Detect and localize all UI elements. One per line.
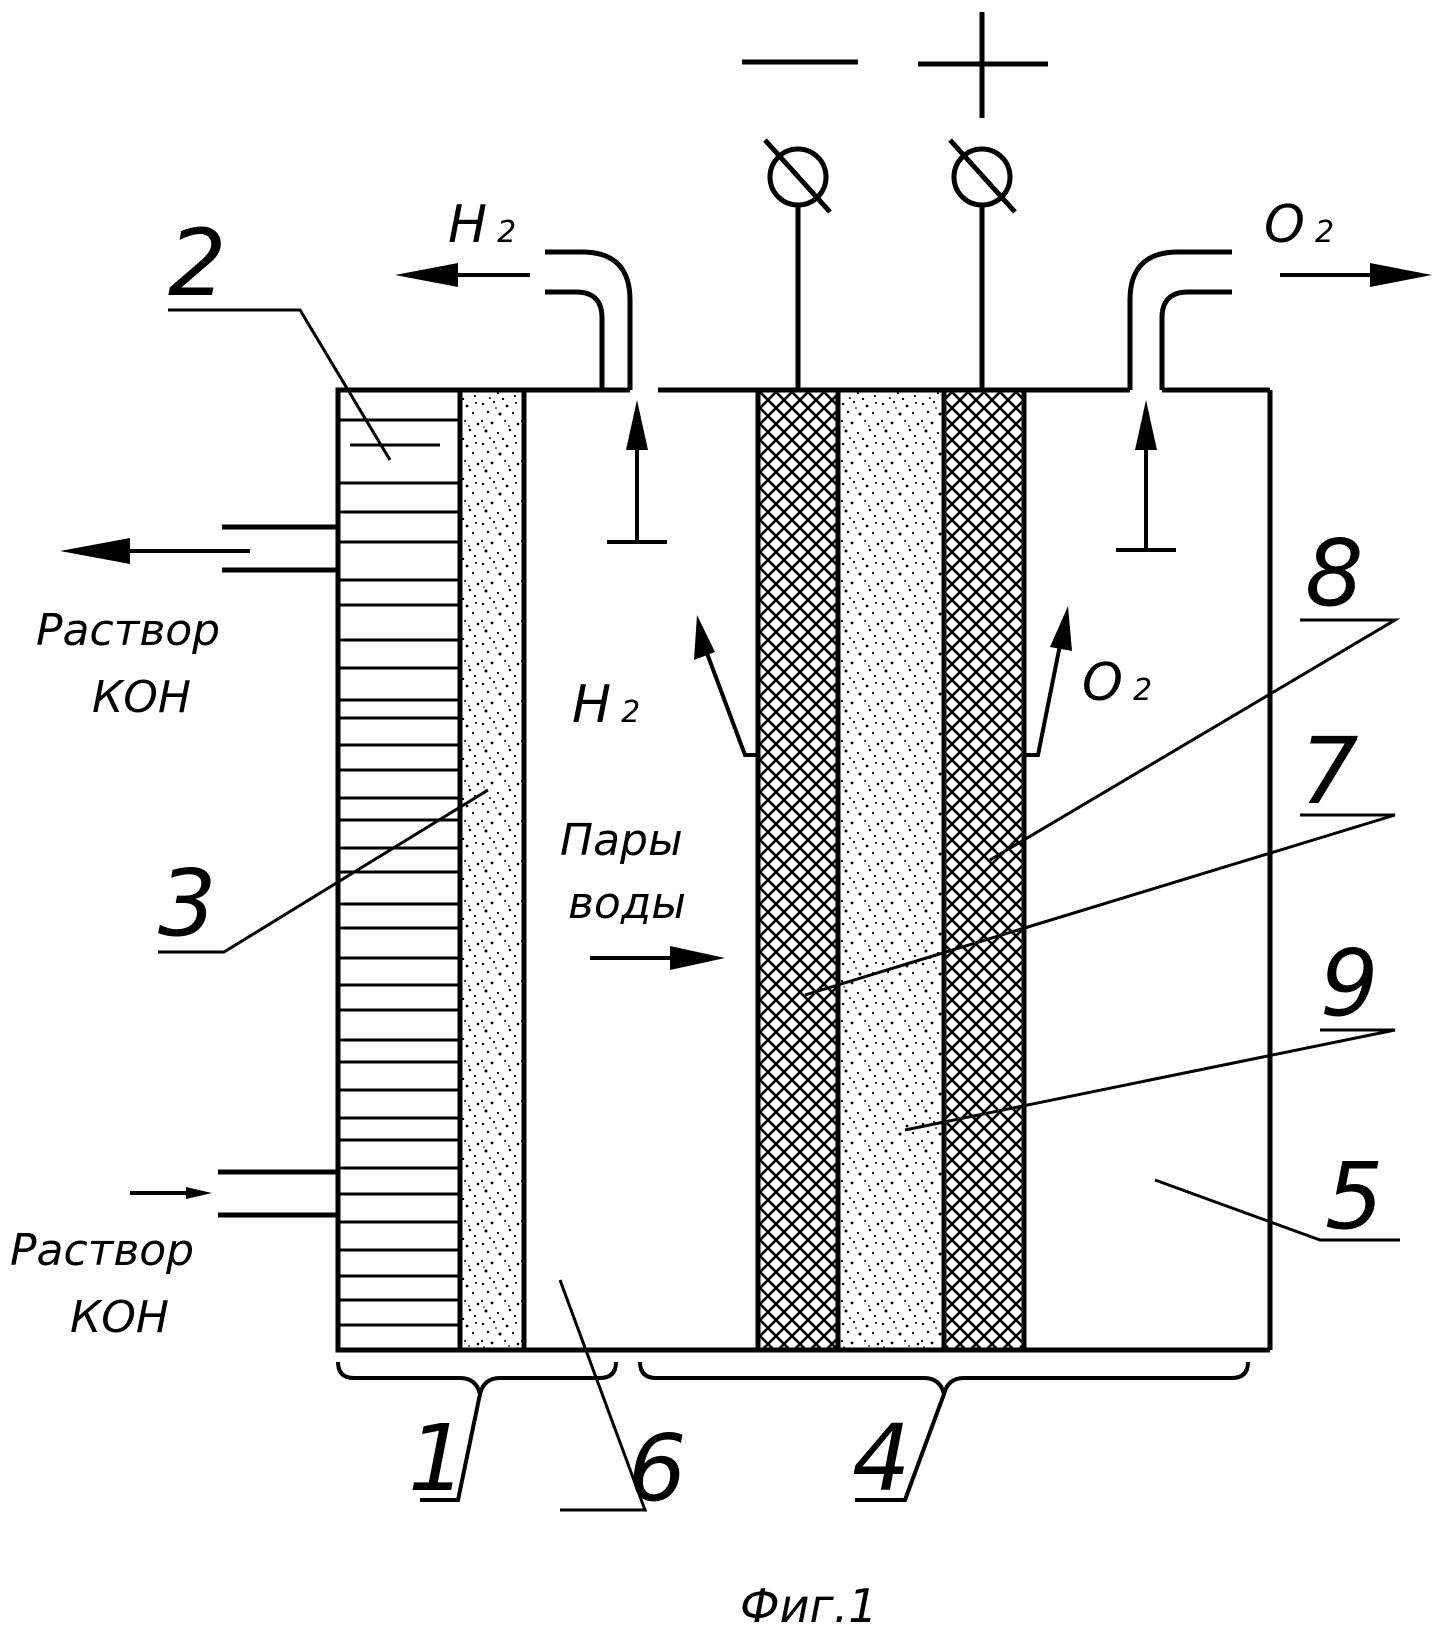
label-koh-out-1: Раствор (36, 605, 220, 656)
label-koh-out-2: КОН (92, 672, 191, 723)
brace-part-4 (638, 1361, 1250, 1502)
koh-inlet-pipe (130, 1169, 338, 1218)
label-koh-in-1: Раствор (10, 1225, 194, 1276)
callout-8: 8 (1305, 520, 1364, 627)
negative-terminal (763, 138, 832, 390)
callout-7: 7 (1300, 718, 1359, 825)
callout-1: 1 (408, 1405, 467, 1512)
figure-caption: Фиг.1 (740, 1579, 878, 1633)
o2-rise-arrow (1116, 400, 1176, 552)
callout-9: 9 (1320, 930, 1379, 1037)
brace-part-1 (336, 1361, 618, 1502)
cathode-electrode (755, 387, 841, 1353)
o2-release-arrow (1024, 634, 1064, 757)
h2-rise-arrow (607, 400, 667, 544)
positive-terminal (948, 138, 1017, 390)
leader-lines (158, 308, 1401, 1512)
h2-outlet-pipe (545, 249, 633, 390)
callout-3: 3 (158, 850, 217, 957)
label-vapor-2: воды (568, 878, 686, 929)
callout-2: 2 (168, 210, 227, 317)
porous-membrane (457, 387, 527, 1353)
o2-outlet-pipe (1127, 249, 1232, 390)
h2-out-arrow (395, 263, 530, 287)
h2-release-arrow (700, 639, 758, 757)
label-koh-in-2: КОН (70, 1292, 169, 1343)
anode-electrode (941, 387, 1027, 1353)
callout-4: 4 (852, 1405, 911, 1512)
vapor-flow-arrow (590, 946, 725, 970)
callout-6: 6 (628, 1415, 687, 1522)
matrix-electrolyte (835, 387, 947, 1353)
label-vapor-1: Пары (560, 815, 683, 866)
koh-outlet-pipe (60, 524, 338, 573)
o2-out-arrow (1280, 263, 1432, 287)
plus-sign (918, 12, 1048, 118)
o2-release-arrowhead (1050, 606, 1072, 651)
h2-release-arrowhead (694, 615, 715, 660)
callout-5: 5 (1325, 1143, 1384, 1250)
